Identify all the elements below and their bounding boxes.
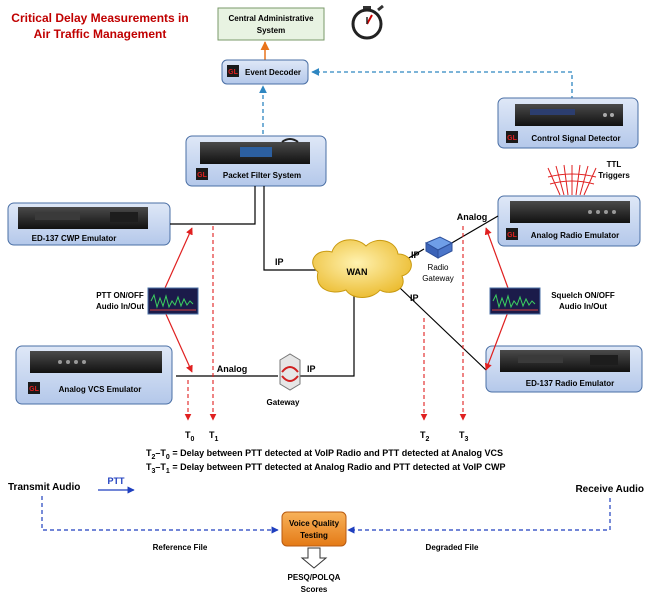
scores-down-arrow: [300, 547, 328, 569]
ed137-radio-label: ED-137 Radio Emulator: [526, 379, 614, 388]
analog-radio-node: GL Analog Radio Emulator: [497, 195, 641, 247]
wan-cloud: WAN: [312, 239, 412, 298]
packet-filter-logo: GL: [197, 172, 207, 179]
timepoint-drops: [184, 226, 467, 421]
timepoint-t3: T3: [459, 430, 469, 443]
pesq-line-2: Scores: [301, 585, 328, 594]
degraded-file-path: [347, 498, 611, 534]
squelch-onoff-line-1: Squelch ON/OFF: [551, 291, 615, 300]
analog-vcs-node: GL Analog VCS Emulator: [15, 345, 173, 405]
title-line-2: Air Traffic Management: [34, 27, 167, 41]
analog-radio-label: Analog Radio Emulator: [531, 231, 619, 240]
reference-file-path: [41, 496, 279, 534]
ptt-onoff-line-2: Audio In/Out: [96, 302, 144, 311]
voice-quality-line-1: Voice Quality: [289, 519, 340, 528]
transmit-audio-label: Transmit Audio: [8, 482, 80, 493]
title-line-1: Critical Delay Measurements in: [11, 11, 188, 25]
ttl-triggers-line-2: Triggers: [598, 171, 630, 180]
analog-vcs-label: Analog VCS Emulator: [59, 385, 142, 394]
receive-audio-label: Receive Audio: [575, 484, 644, 495]
ptt-onoff-line-1: PTT ON/OFF: [96, 291, 144, 300]
gateway-label: Gateway: [267, 398, 300, 407]
wan-label: WAN: [347, 267, 368, 277]
squelch-audio-arrows: [484, 227, 509, 371]
pesq-line-1: PESQ/POLQA: [288, 573, 341, 582]
control-detector-label: Control Signal Detector: [531, 134, 620, 143]
timepoint-t0: T0: [185, 430, 195, 443]
radio-gateway-node: Radio Gateway: [422, 236, 454, 283]
central-admin-node: Central Administrative System: [217, 7, 325, 41]
stopwatch-icon: [351, 4, 384, 40]
timepoint-t1: T1: [209, 430, 219, 443]
equation-t2-t0: T2–T0 = Delay between PTT detected at Vo…: [146, 448, 503, 461]
ed137-cwp-label: ED-137 CWP Emulator: [32, 234, 117, 243]
ed137-radio-node: ED-137 Radio Emulator: [485, 345, 643, 393]
gateway-node: Gateway: [267, 353, 301, 407]
radio-gateway-line-1: Radio: [428, 263, 449, 272]
ptt-label: PTT: [108, 476, 126, 486]
reference-file-label: Reference File: [153, 543, 208, 552]
ptt-waveform-box: [147, 287, 199, 315]
radio-gateway-line-2: Gateway: [422, 274, 454, 283]
packet-filter-node: GL Packet Filter System: [185, 135, 327, 187]
ptt-audio-arrows: [164, 227, 193, 373]
event-decoder-label: Event Decoder: [245, 68, 301, 77]
analog-radio-logo: GL: [507, 232, 517, 239]
ed137-cwp-node: ED-137 CWP Emulator: [7, 202, 171, 246]
squelch-waveform-box: [489, 287, 541, 315]
packet-filter-label: Packet Filter System: [223, 171, 301, 180]
central-admin-line-1: Central Administrative: [228, 14, 314, 23]
ip-label-left: IP: [275, 257, 284, 267]
timepoint-t2: T2: [420, 430, 430, 443]
event-decoder-logo: GL: [228, 69, 238, 76]
control-signal-detector-node: GL Control Signal Detector: [497, 97, 639, 149]
equation-t3-t1: T3–T1 = Delay between PTT detected at An…: [146, 462, 505, 475]
ip-label-gateway: IP: [307, 364, 316, 374]
ttl-triggers-line-1: TTL: [607, 160, 622, 169]
ip-label-lower: IP: [410, 293, 419, 303]
control-detector-logo: GL: [507, 135, 517, 142]
squelch-onoff-line-2: Audio In/Out: [559, 302, 607, 311]
ttl-trigger-lines: [547, 164, 597, 196]
degraded-file-label: Degraded File: [426, 543, 479, 552]
analog-vcs-logo: GL: [29, 386, 39, 393]
central-admin-line-2: System: [257, 26, 285, 35]
network-links: [170, 186, 499, 377]
voice-quality-line-2: Testing: [300, 531, 328, 540]
voice-quality-node: Voice Quality Testing: [281, 511, 347, 547]
control-detector-to-decoder-dashed: [311, 68, 573, 100]
event-decoder-node: GL Event Decoder: [221, 59, 309, 85]
analog-label-bottom: Analog: [217, 364, 248, 374]
ip-label-right: IP: [411, 250, 420, 260]
analog-label-top: Analog: [457, 212, 488, 222]
